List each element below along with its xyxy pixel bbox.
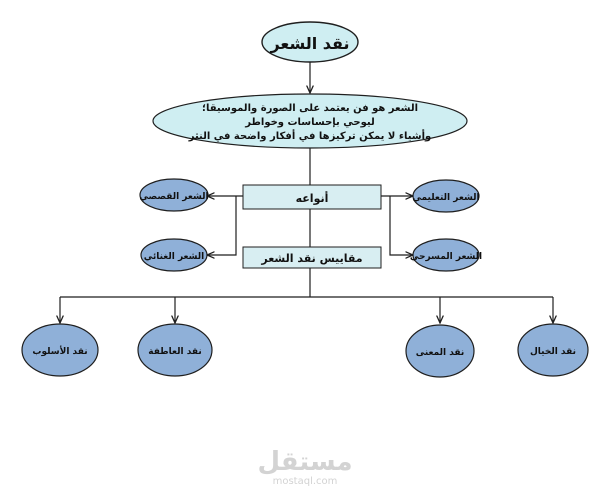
types-lyric-arrow [207, 196, 237, 255]
criteria-node-emotion: نقد العاطفة [137, 323, 213, 377]
title-node: نقد الشعر [261, 21, 359, 63]
watermark-logo: مستقل [257, 447, 352, 477]
criteria-node-imagination: نقد الخيال [517, 323, 589, 377]
criteria-imagination-label: نقد الخيال [530, 347, 576, 357]
criteria-node-style: نقد الأسلوب [21, 323, 99, 377]
criteria-style-label: نقد الأسلوب [32, 345, 87, 357]
title-text: نقد الشعر [269, 34, 349, 53]
criteria-box-label: مقاييس نقد الشعر [260, 252, 362, 265]
definition-line-2: ليوحي بإحساسات وخواطر [244, 117, 374, 128]
criteria-emotion-label: نقد العاطفة [148, 347, 202, 357]
criteria-box: مقاييس نقد الشعر [242, 246, 382, 269]
type-theatrical-label: الشعر المسرحي [410, 252, 482, 262]
watermark: مستقل mostaql.com [257, 447, 352, 487]
criteria-meaning-label: نقد المعنى [416, 348, 465, 358]
type-node-theatrical: الشعر المسرحي [410, 238, 482, 272]
type-node-didactic: الشعر التعليمي [412, 179, 480, 213]
type-narrative-label: الشعر القصصي [139, 192, 208, 202]
type-lyric-label: الشعر الغنائي [144, 252, 205, 262]
definition-line-1: الشعر هو فن يعتمد على الصورة والموسيقا؛ [202, 103, 418, 114]
definition-node: الشعر هو فن يعتمد على الصورة والموسيقا؛ … [152, 93, 468, 149]
types-box-label: أنواعه [296, 191, 329, 205]
criteria-node-meaning: نقد المعنى [405, 324, 475, 378]
type-node-lyric: الشعر الغنائي [140, 238, 208, 272]
definition-line-3: وأشياء لا يمكن تركيزها في أفكار واضحة في… [188, 129, 432, 142]
type-node-narrative: الشعر القصصي [139, 178, 209, 212]
types-theatrical-arrow [389, 196, 413, 255]
connectors [60, 62, 553, 323]
watermark-url: mostaql.com [273, 476, 338, 487]
type-didactic-label: الشعر التعليمي [412, 193, 479, 203]
types-box: أنواعه [242, 184, 382, 210]
